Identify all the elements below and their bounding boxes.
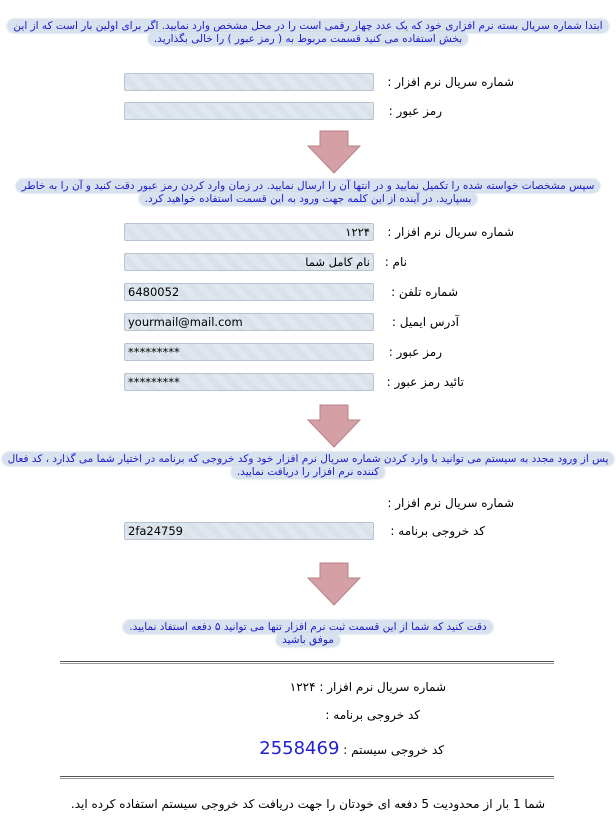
result-serial-label: شماره سریال نرم افزار : [319,680,446,694]
program-code-row: 2fa24759 کد خروجی برنامه : [0,521,616,541]
email-label: آدرس ایمیل : [391,315,459,329]
name-input[interactable]: نام کامل شما [124,253,374,271]
email-input[interactable]: yourmail@mail.com [124,313,374,331]
step1-password-input[interactable] [124,102,374,120]
step1-password-label: رمز عبور : [388,104,442,118]
confirm-password-input[interactable]: ********* [124,373,374,391]
name-label: نام : [384,255,407,269]
step2-serial-input[interactable]: ۱۲۲۴ [124,223,374,241]
result-program-code-label: کد خروجی برنامه : [325,708,420,722]
step3-instruction: پس از ورود مجدد به سیستم می توانید با وا… [0,452,616,479]
program-code-label: کد خروجی برنامه : [390,524,485,538]
system-code-label: کد خروجی سیستم : [343,743,444,757]
result-serial: شماره سریال نرم افزار : ۱۲۲۴ [290,680,446,694]
step4-instruction: دقت کنید که شما از این قسمت ثبت نرم افزا… [0,620,616,647]
step2-password-label: رمز عبور : [388,345,442,359]
step2-serial-row: ۱۲۲۴ شماره سریال نرم افزار : [0,222,616,242]
down-arrow-icon [307,562,361,606]
down-arrow-icon [307,404,361,448]
program-code-input[interactable]: 2fa24759 [124,522,374,540]
step2-password-row: ********* رمز عبور : [0,342,616,362]
step3-serial-row: شماره سریال نرم افزار : [0,493,616,513]
system-code-value: 2558469 [259,738,340,759]
confirm-password-label: تائید رمز عبور : [386,375,464,389]
step1-serial-label: شماره سریال نرم افزار : [387,75,514,89]
phone-row: 6480052 شماره تلفن : [0,282,616,302]
usage-footer: شما 1 بار از محدودیت 5 دفعه ای خودتان را… [70,797,546,811]
phone-input[interactable]: 6480052 [124,283,374,301]
divider [60,776,554,779]
step1-instruction: ابتدا شماره سریال بسته نرم افزاری خود که… [0,19,616,46]
email-row: yourmail@mail.com آدرس ایمیل : [0,312,616,332]
down-arrow-icon [307,130,361,174]
step1-serial-input[interactable] [124,73,374,91]
step2-instruction: سپس مشخصات خواسته شده را تکمیل نمایید و … [0,179,616,206]
step2-password-input[interactable]: ********* [124,343,374,361]
step1-serial-row: شماره سریال نرم افزار : [0,72,616,92]
step3-serial-label: شماره سریال نرم افزار : [387,496,514,510]
result-serial-value: ۱۲۲۴ [289,680,316,694]
divider [60,661,554,664]
step1-password-row: رمز عبور : [0,101,616,121]
step2-serial-label: شماره سریال نرم افزار : [387,225,514,239]
step2-name-row: نام کامل شما نام : [0,252,616,272]
phone-label: شماره تلفن : [391,285,458,299]
result-system-code: کد خروجی سیستم : 2558469 [259,738,444,759]
confirm-password-row: ********* تائید رمز عبور : [0,372,616,392]
